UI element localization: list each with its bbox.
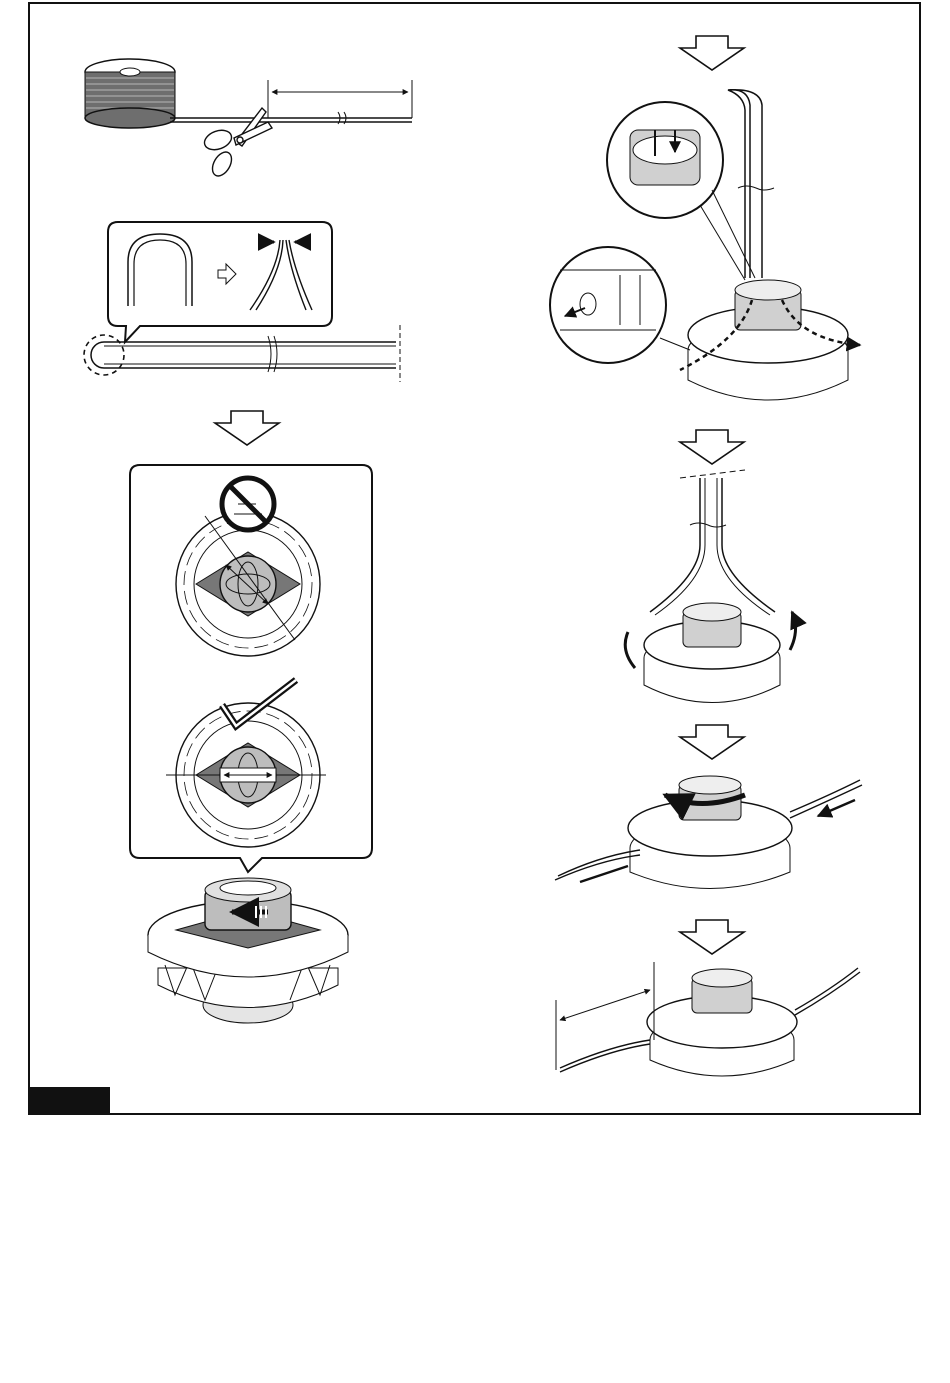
step-arrow-icon xyxy=(215,411,279,445)
pull-line-step xyxy=(625,470,795,703)
fold-callout xyxy=(108,222,332,342)
alignment-panel xyxy=(130,465,372,872)
length-dimension-icon xyxy=(268,80,412,118)
figure-number-tag xyxy=(30,1087,110,1114)
trimmer-head-left xyxy=(148,878,348,1023)
prohibited-icon xyxy=(222,478,274,530)
insert-line-step xyxy=(550,90,860,400)
step-arrow-icon xyxy=(680,725,744,759)
step-arrow-icon xyxy=(680,920,744,954)
final-length-step xyxy=(556,962,860,1076)
wind-line-step xyxy=(555,776,862,889)
wrong-alignment-view xyxy=(176,512,320,656)
step-arrow-icon xyxy=(680,36,744,70)
eyelet-closeup-icon xyxy=(550,247,690,363)
length-dimension-icon xyxy=(556,962,654,1070)
line-spool-icon xyxy=(85,59,175,128)
line-strand xyxy=(170,112,412,124)
step-arrow-icon xyxy=(680,430,744,464)
